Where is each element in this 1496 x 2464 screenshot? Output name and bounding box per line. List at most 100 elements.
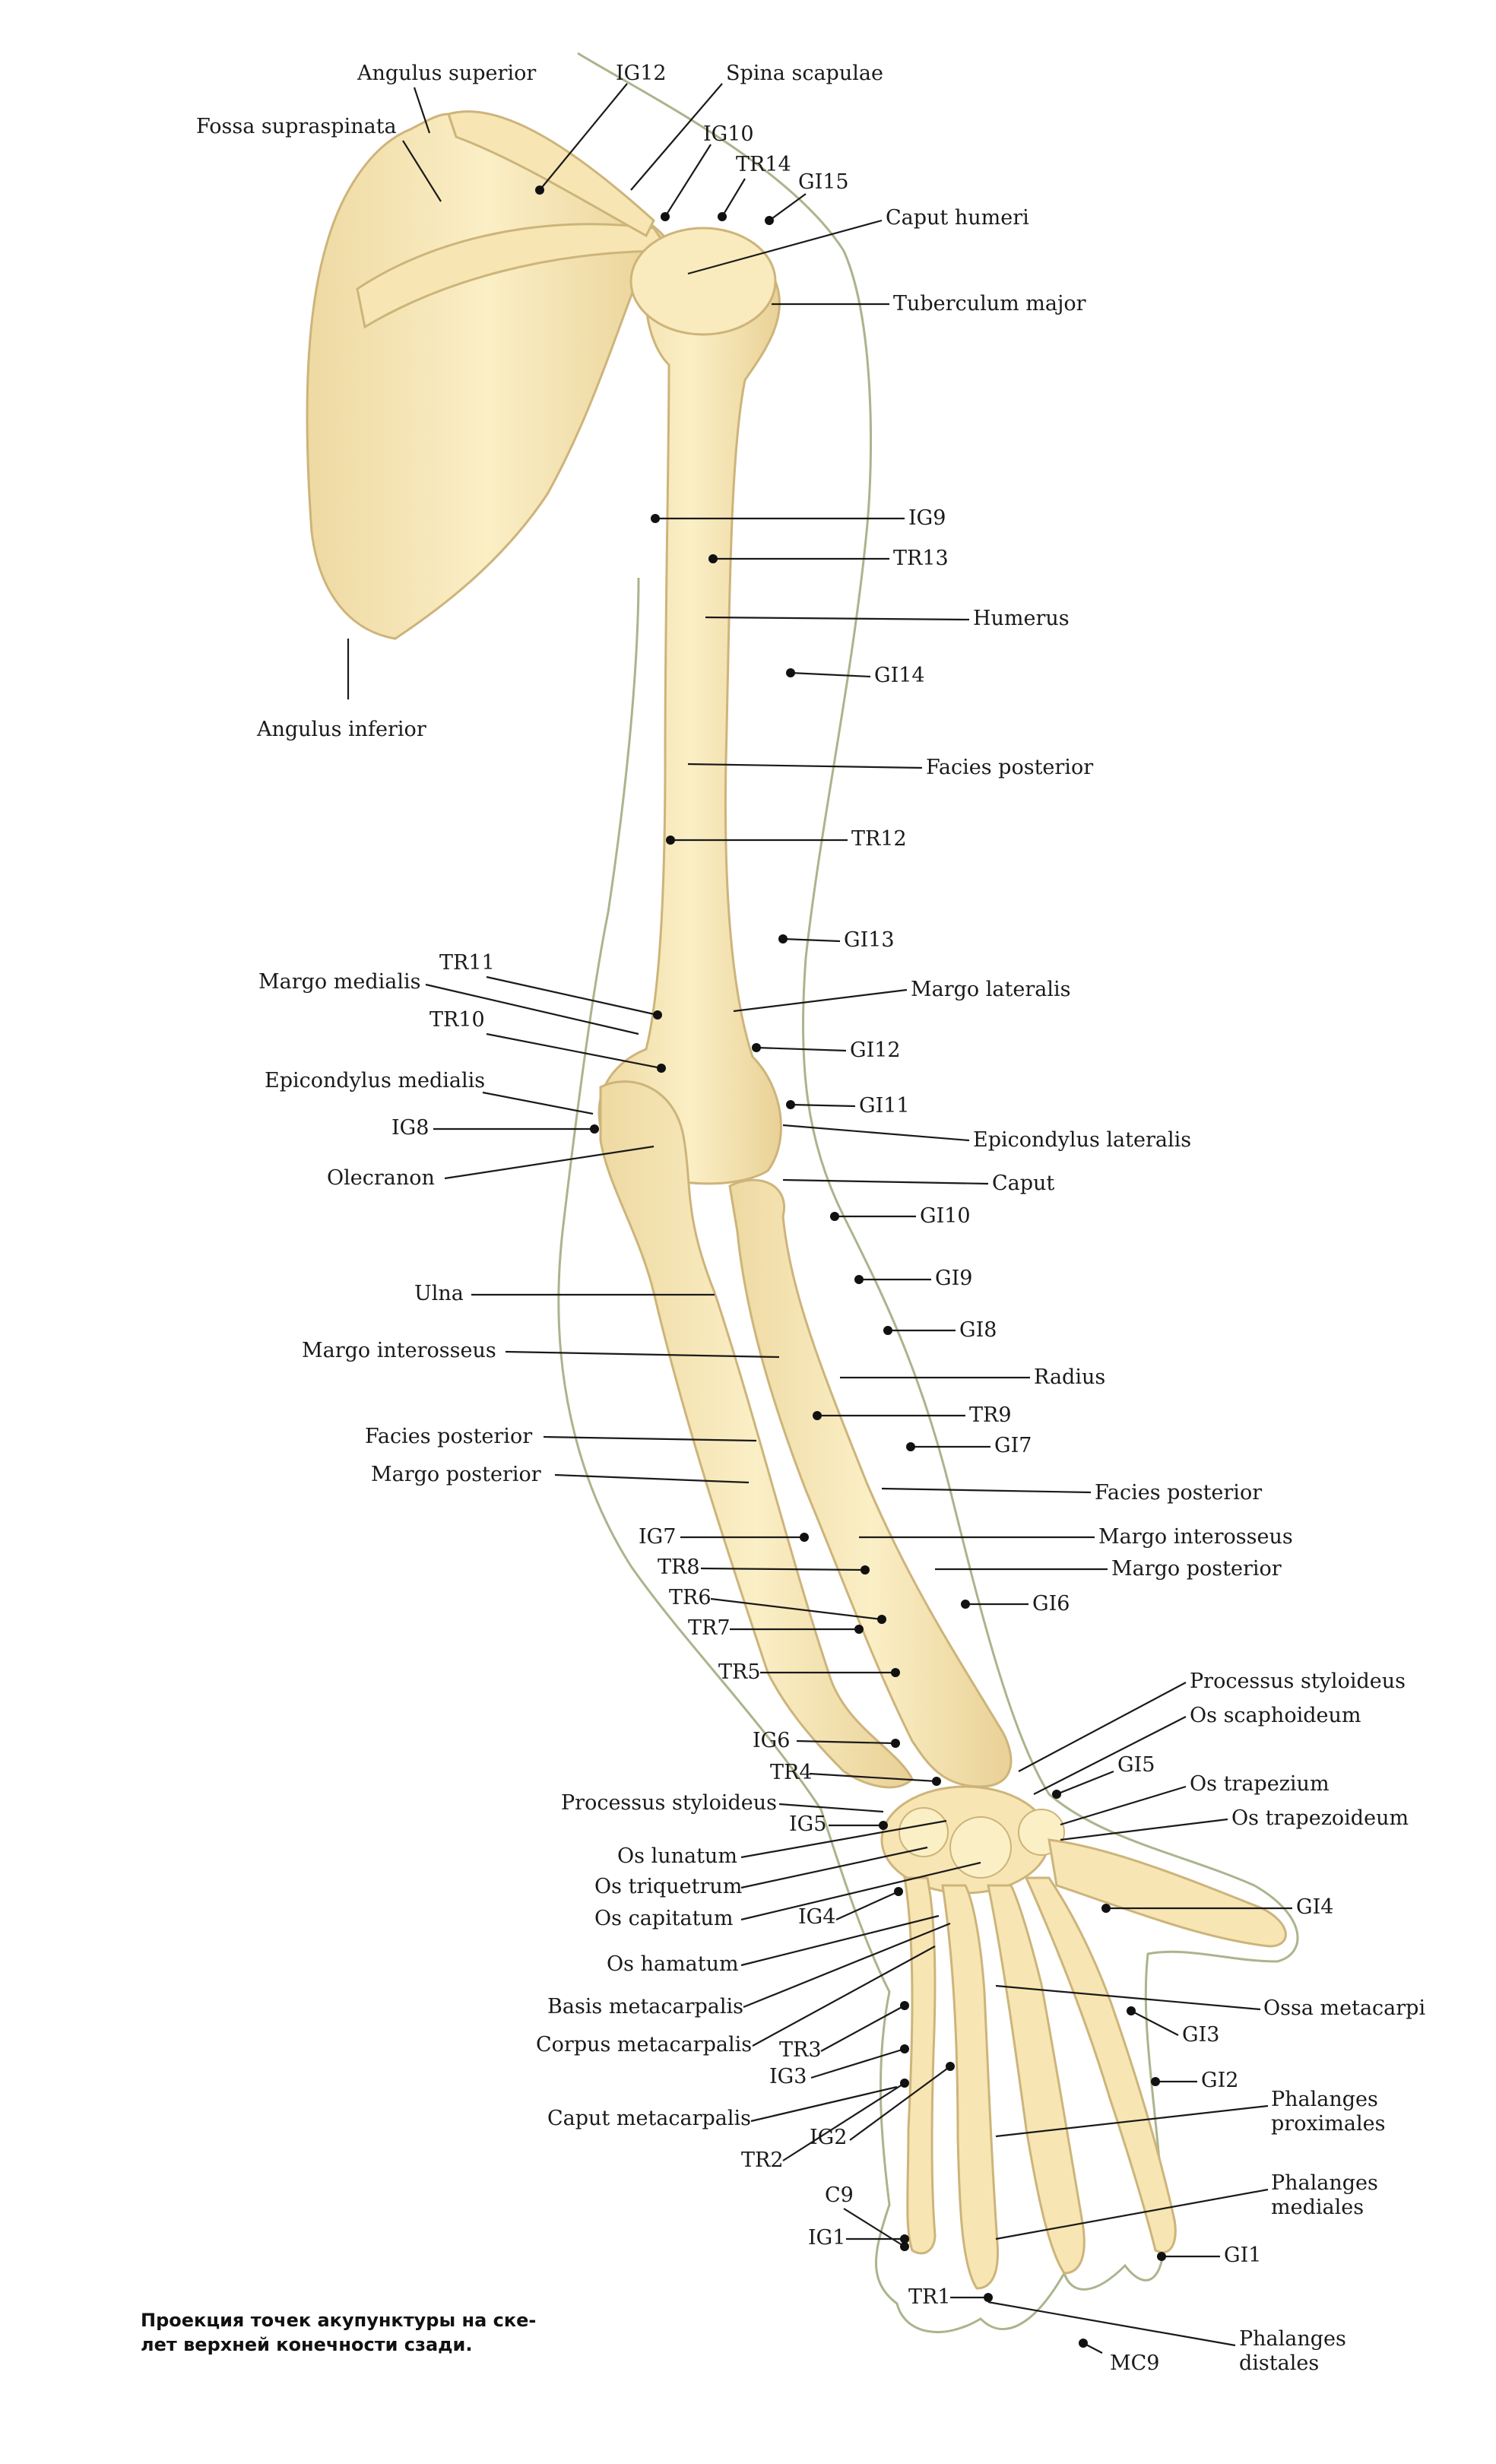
annotation-processus-styloideus-l: Processus styloideus: [561, 1791, 884, 1815]
label-os-hamatum: Os hamatum: [607, 1952, 739, 1976]
label-ig2: IG2: [810, 2126, 847, 2149]
annotation-tr3: TR3: [779, 2001, 909, 2062]
annotation-tuberculum-major: Tuberculum major: [772, 292, 1086, 316]
leader-line: [505, 1350, 780, 1359]
leader-line: [543, 1435, 757, 1442]
acupoint-dot: [590, 1124, 599, 1134]
annotation-tr8: TR8: [658, 1555, 870, 1579]
acupoint-dot: [900, 2001, 909, 2010]
annotation-tr1: TR1: [908, 2285, 993, 2309]
leader-line: [687, 763, 923, 769]
acupoint-dot: [666, 836, 675, 845]
acupoint-dot: [1127, 2006, 1136, 2015]
annotation-margo-posterior-l: Margo posterior: [371, 1463, 750, 1486]
leader-line: [486, 1032, 662, 1070]
label-gi7: GI7: [994, 1434, 1032, 1457]
acupoint-dot: [1157, 2252, 1166, 2261]
label-gi5: GI5: [1117, 1753, 1155, 1777]
leader-line: [1060, 1818, 1228, 1841]
annotation-ig12: IG12: [535, 62, 667, 195]
leader-line: [1060, 1785, 1187, 1826]
label-tr10: TR10: [429, 1008, 485, 1032]
label-ig10: IG10: [703, 122, 754, 146]
annotation-ig5: IG5: [789, 1812, 888, 1836]
label-tr3: TR3: [779, 2038, 822, 2062]
annotation-gi5: GI5: [1052, 1753, 1155, 1799]
acupoint-dot: [765, 216, 774, 225]
leader-line: [740, 1819, 947, 1859]
label-facies-posterior-r: Facies posterior: [1095, 1481, 1262, 1505]
annotation-caput-humeri: Caput humeri: [687, 206, 1029, 275]
acupoint-dot: [708, 554, 718, 563]
label-facies-posterior-hum: Facies posterior: [926, 756, 1093, 779]
acupoint-dot: [1151, 2077, 1160, 2086]
label-tr9: TR9: [969, 1403, 1012, 1427]
leader-line: [740, 1914, 940, 1967]
annotation-tr11: TR11: [439, 951, 662, 1020]
annotation-angulus-inferior: Angulus inferior: [256, 639, 426, 741]
label-gi6: GI6: [1032, 1592, 1070, 1616]
leader-line: [756, 1046, 847, 1052]
annotation-ig10: IG10: [661, 122, 754, 221]
annotation-ig8: IG8: [391, 1116, 599, 1140]
label-epicondylus-lateralis: Epicondylus lateralis: [973, 1128, 1191, 1152]
annotation-os-lunatum: Os lunatum: [617, 1819, 947, 1868]
annotation-gi12: GI12: [752, 1039, 901, 1062]
label-caput-humeri: Caput humeri: [886, 206, 1029, 230]
label-ig7: IG7: [639, 1525, 676, 1549]
annotation-ig6: IG6: [753, 1729, 900, 1752]
annotation-tr5: TR5: [718, 1660, 900, 1684]
annotation-gi9: GI9: [854, 1267, 972, 1290]
label-ig4: IG4: [798, 1905, 835, 1929]
annotation-gi11: GI11: [786, 1094, 910, 1118]
label-gi9: GI9: [935, 1267, 972, 1290]
carpal-capitatum: [949, 1816, 1012, 1879]
annotation-gi7: GI7: [906, 1434, 1032, 1457]
annotation-humerus: Humerus: [705, 607, 1070, 630]
leader-line: [790, 671, 871, 678]
figure-caption: Проекция точек акупунктуры на ске- лет в…: [141, 2310, 537, 2355]
acupoint-dot: [879, 1821, 888, 1830]
acupoint-dot: [786, 668, 795, 677]
label-os-lunatum: Os lunatum: [617, 1844, 737, 1868]
annotation-epicondylus-medialis: Epicondylus medialis: [265, 1069, 594, 1115]
leader-line: [743, 1922, 951, 2009]
label-ig6: IG6: [753, 1729, 790, 1752]
annotation-olecranon: Olecranon: [327, 1145, 654, 1190]
annotation-ulna: Ulna: [414, 1282, 715, 1305]
label-gi2: GI2: [1201, 2069, 1238, 2092]
label-ig3: IG3: [769, 2065, 807, 2088]
annotation-ossa-metacarpi: Ossa metacarpi: [995, 1984, 1425, 2020]
annotation-margo-lateralis: Margo lateralis: [733, 978, 1070, 1013]
leader-line: [1018, 1682, 1187, 1772]
label-tuberculum-major: Tuberculum major: [893, 292, 1086, 316]
label-gi15-top: GI15: [798, 170, 849, 194]
label-gi4: GI4: [1296, 1895, 1333, 1919]
label-ig5: IG5: [789, 1812, 826, 1836]
leader-line: [687, 219, 883, 275]
carpal-lunatum: [899, 1807, 949, 1857]
annotation-gi2: GI2: [1151, 2069, 1238, 2092]
label-caput: Caput: [992, 1172, 1054, 1195]
label-os-trapezium: Os trapezium: [1190, 1772, 1330, 1796]
annotation-gi6: GI6: [961, 1592, 1070, 1616]
acupoint-dot: [1052, 1790, 1061, 1799]
label-ossa-metacarpi: Ossa metacarpi: [1263, 1996, 1425, 2020]
acupoint-dot: [891, 1668, 900, 1677]
annotation-facies-posterior-hum: Facies posterior: [687, 756, 1093, 779]
label-caput-metacarpalis: Caput metacarpalis: [547, 2107, 751, 2130]
annotation-ig7: IG7: [639, 1525, 809, 1549]
acupoint-dot: [661, 212, 670, 221]
leader-line: [843, 2208, 905, 2247]
annotation-mc9: MC9: [1079, 2339, 1159, 2375]
leader-line: [995, 2188, 1269, 2240]
acupoint-dot: [752, 1043, 761, 1052]
leader-line: [539, 83, 628, 191]
annotation-margo-interosseus-l: Margo interosseus: [302, 1339, 780, 1362]
label-basis-metacarpalis: Basis metacarpalis: [547, 1995, 743, 2018]
leader-line: [733, 988, 908, 1013]
annotation-ig9: IG9: [651, 506, 946, 530]
